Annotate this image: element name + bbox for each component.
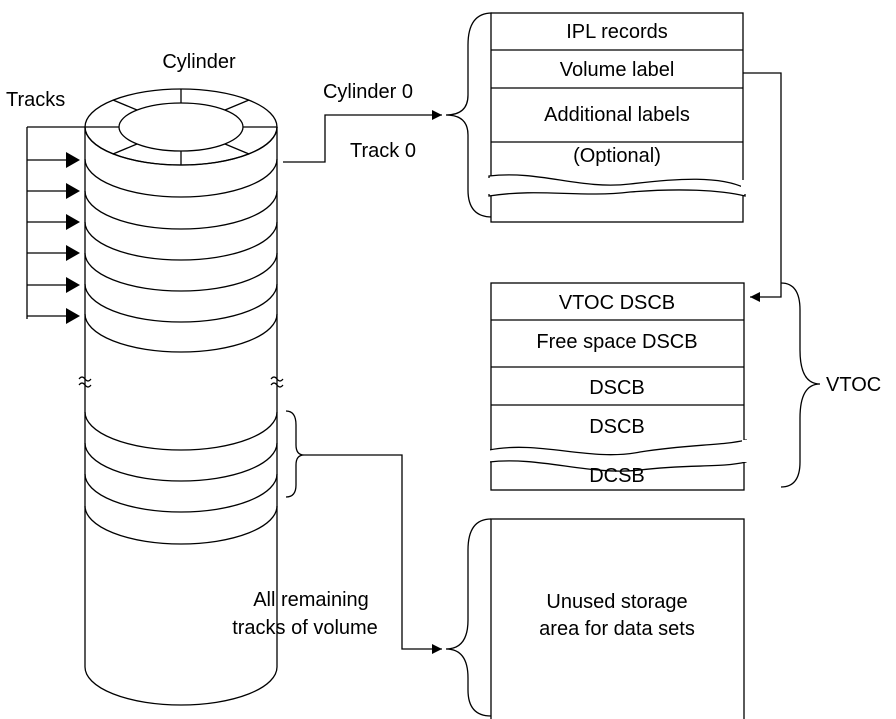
dscb-label-2: DSCB [589, 416, 645, 438]
cylinder [84, 88, 278, 706]
ipl-records-label: IPL records [566, 21, 668, 43]
vtoc-dscb-label: VTOC DSCB [559, 292, 675, 314]
dcsb-label: DCSB [589, 465, 645, 487]
track-arrow [27, 214, 80, 230]
track0-brace [445, 12, 493, 218]
volume-label-label: Volume label [560, 59, 675, 81]
unused-storage-label-line2: area for data sets [539, 618, 695, 640]
track0-label: Track 0 [350, 140, 416, 162]
remaining-tracks-label-line1: All remaining [253, 589, 369, 611]
vtoc-brace [780, 282, 821, 488]
cylinder-break-marks [78, 376, 284, 388]
tracks-label: Tracks [6, 89, 65, 111]
cylinder-label: Cylinder [162, 51, 236, 73]
remaining-tracks-connector [304, 454, 442, 654]
track-arrow [27, 183, 80, 199]
unused-storage-area [490, 518, 745, 719]
volume-label-to-vtoc-connector [743, 72, 782, 302]
track-arrow [27, 308, 80, 324]
unused-storage-brace [445, 518, 492, 717]
remaining-tracks-brace [285, 410, 305, 498]
track-arrow [27, 277, 80, 293]
remaining-tracks-label-line2: tracks of volume [232, 617, 378, 639]
track-arrow [27, 152, 80, 168]
free-space-dscb-label: Free space DSCB [536, 331, 697, 353]
optional-label: (Optional) [573, 145, 661, 167]
track-arrows [26, 126, 85, 324]
additional-labels-label: Additional labels [544, 104, 690, 126]
unused-storage-label-line1: Unused storage [546, 591, 687, 613]
cylinder0-label: Cylinder 0 [323, 81, 413, 103]
track0-connector [283, 110, 442, 163]
dscb-label-1: DSCB [589, 377, 645, 399]
track-arrow [27, 245, 80, 261]
vtoc-label: VTOC [826, 374, 881, 396]
